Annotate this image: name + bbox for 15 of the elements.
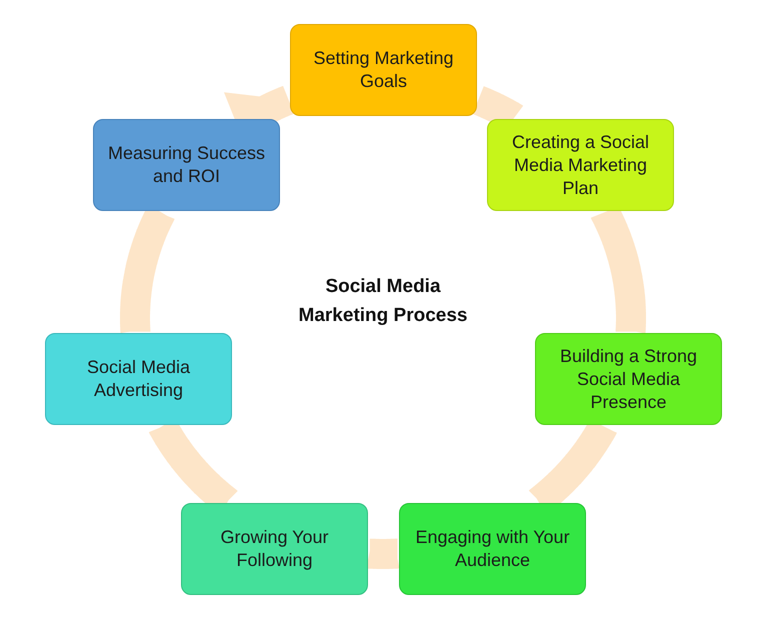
step-label: Measuring Success and ROI bbox=[106, 142, 266, 188]
step-label: Setting Marketing Goals bbox=[312, 47, 455, 93]
diagram-title: Social Media Marketing Process bbox=[298, 275, 468, 328]
process-box bbox=[487, 119, 674, 211]
process-box bbox=[290, 24, 477, 116]
step-label: Growing Your Following bbox=[219, 526, 330, 572]
process-box bbox=[93, 119, 280, 211]
step-label: Engaging with Your Audience bbox=[414, 526, 571, 572]
process-box bbox=[399, 503, 586, 595]
process-box bbox=[45, 333, 232, 425]
step-label: Creating a Social Media Marketing Plan bbox=[510, 130, 650, 200]
process-box bbox=[181, 503, 368, 595]
step-label: Social Media Advertising bbox=[86, 356, 192, 402]
process-box bbox=[535, 333, 722, 425]
step-label: Building a Strong Social Media Presence bbox=[558, 344, 698, 414]
